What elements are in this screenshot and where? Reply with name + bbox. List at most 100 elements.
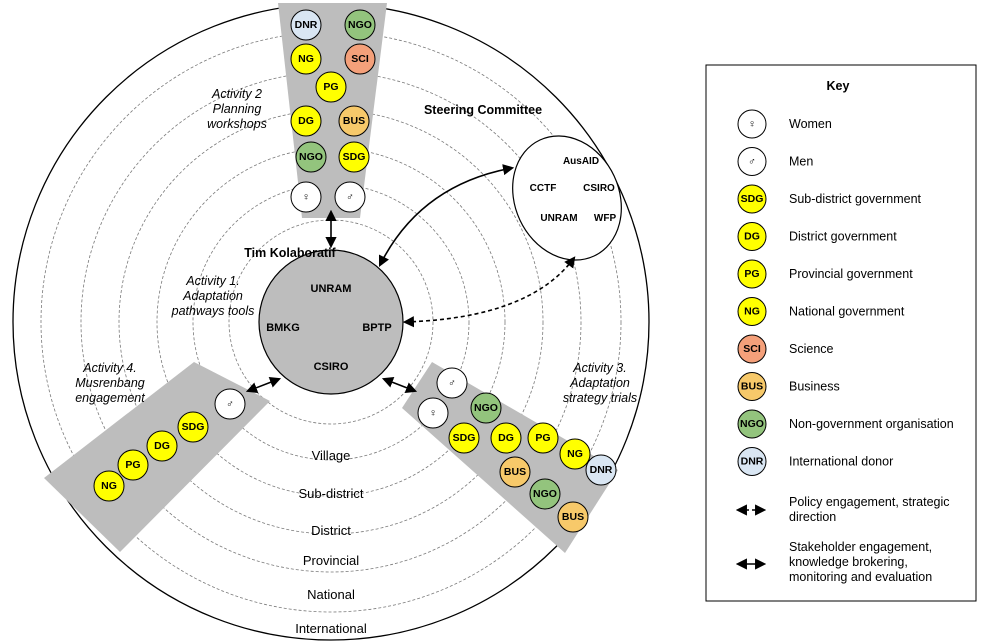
svg-text:SDG: SDG	[343, 151, 366, 163]
steering-label: AusAID	[563, 156, 599, 167]
core-label: UNRAM	[311, 283, 352, 295]
node-ngo: NGO	[295, 141, 327, 173]
svg-text:Activity 2: Activity 2	[211, 87, 262, 101]
svg-text:NG: NG	[101, 480, 117, 492]
svg-text:Activity 1.: Activity 1.	[185, 274, 240, 288]
level-label: International	[295, 621, 367, 636]
steering-label: CSIRO	[583, 183, 615, 194]
key-item-label: Science	[789, 342, 834, 356]
svg-text:NGO: NGO	[474, 402, 498, 414]
svg-text:NG: NG	[744, 306, 760, 318]
svg-text:Musrenbang: Musrenbang	[75, 376, 145, 390]
svg-text:engagement: engagement	[75, 391, 145, 405]
core-label: BPTP	[362, 322, 391, 334]
activity-2-label: Activity 2 Planning workshops	[207, 87, 267, 131]
node-pg: PG	[315, 71, 347, 103]
svg-text:NGO: NGO	[533, 488, 557, 500]
svg-text:SDG: SDG	[453, 432, 476, 444]
level-label: National	[307, 587, 355, 602]
node-dnr: DNR	[737, 447, 767, 476]
svg-text:NGO: NGO	[740, 418, 764, 430]
key-item: ♂Men	[737, 147, 813, 176]
key-item: SCI Science	[737, 334, 834, 364]
activity-1-label: Activity 1. Adaptation pathways tools	[171, 274, 255, 318]
arrow-right-core	[381, 377, 418, 393]
node-dg: DG	[290, 105, 322, 137]
node-ngo: NGO	[470, 392, 502, 424]
key-item: SDG Sub-district government	[737, 184, 922, 214]
key-item-label: International donor	[789, 455, 893, 469]
arrow-steering-core	[378, 164, 515, 268]
svg-text:DG: DG	[498, 432, 514, 444]
svg-text:PG: PG	[535, 432, 550, 444]
men-icon: ♂	[737, 147, 767, 176]
women-icon: ♀	[737, 109, 767, 139]
svg-text:Activity 4.: Activity 4.	[82, 361, 137, 375]
node-ngo: NGO	[529, 478, 561, 510]
key-item-label: Business	[789, 380, 840, 394]
svg-text:BUS: BUS	[343, 115, 365, 127]
svg-text:NGO: NGO	[348, 19, 372, 31]
svg-text:BUS: BUS	[741, 381, 763, 393]
svg-text:DNR: DNR	[741, 456, 764, 468]
node-sdg: SDG	[338, 141, 370, 173]
svg-text:♂: ♂	[346, 191, 354, 203]
tim-kolaboratif-label: Tim Kolaboratif	[244, 246, 336, 260]
key-stakeholder-label: knowledge brokering,	[789, 555, 908, 569]
women-icon: ♀	[290, 181, 322, 213]
level-label: Sub-district	[298, 486, 363, 501]
node-ngo: NGO	[344, 9, 376, 41]
activity-4-label: Activity 4. Musrenbang engagement	[75, 361, 145, 405]
svg-text:♂: ♂	[448, 377, 456, 389]
svg-text:♂: ♂	[748, 156, 756, 168]
node-dnr: DNR	[290, 9, 322, 41]
svg-text:NG: NG	[567, 448, 583, 460]
svg-text:PG: PG	[125, 459, 140, 471]
svg-text:Adaptation: Adaptation	[569, 376, 630, 390]
men-icon: ♂	[334, 181, 366, 213]
node-bus: BUS	[557, 501, 589, 533]
node-dnr: DNR	[585, 454, 617, 486]
node-dg: DG	[490, 422, 522, 454]
arrow-left-core	[245, 377, 282, 393]
svg-text:DG: DG	[298, 115, 314, 127]
key-policy-label: direction	[789, 510, 836, 524]
svg-text:PG: PG	[744, 268, 759, 280]
node-pg: PG	[527, 422, 559, 454]
node-ngo: NGO	[737, 409, 767, 439]
node-sci: SCI	[737, 334, 767, 364]
key-item-label: Women	[789, 117, 832, 131]
svg-text:workshops: workshops	[207, 117, 267, 131]
svg-text:Planning: Planning	[213, 102, 262, 116]
node-sdg: SDG	[177, 411, 209, 443]
svg-text:♀: ♀	[302, 191, 310, 203]
svg-text:♂: ♂	[226, 398, 234, 410]
svg-text:♀: ♀	[429, 407, 437, 419]
key-item-label: Non-government organisation	[789, 417, 954, 431]
svg-text:Activity 3.: Activity 3.	[572, 361, 627, 375]
men-icon: ♂	[214, 388, 246, 420]
level-label: Provincial	[303, 553, 359, 568]
svg-text:BUS: BUS	[562, 511, 584, 523]
svg-text:SDG: SDG	[741, 193, 764, 205]
key-policy-label: Policy engagement, strategic	[789, 495, 950, 509]
key-item: ♀ Women	[737, 109, 832, 139]
node-dg: DG	[146, 430, 178, 462]
svg-text:Adaptation: Adaptation	[182, 289, 243, 303]
level-label: Village	[312, 448, 351, 463]
node-sdg: SDG	[448, 422, 480, 454]
node-ng: NG	[290, 43, 322, 75]
core-label: CSIRO	[314, 361, 349, 373]
key-item-label: Sub-district government	[789, 192, 922, 206]
key-item: DNR International donor	[737, 447, 893, 476]
key-stakeholder-label: monitoring and evaluation	[789, 570, 932, 584]
svg-text:DNR: DNR	[295, 19, 318, 31]
key-item: NGO Non-government organisation	[737, 409, 954, 439]
